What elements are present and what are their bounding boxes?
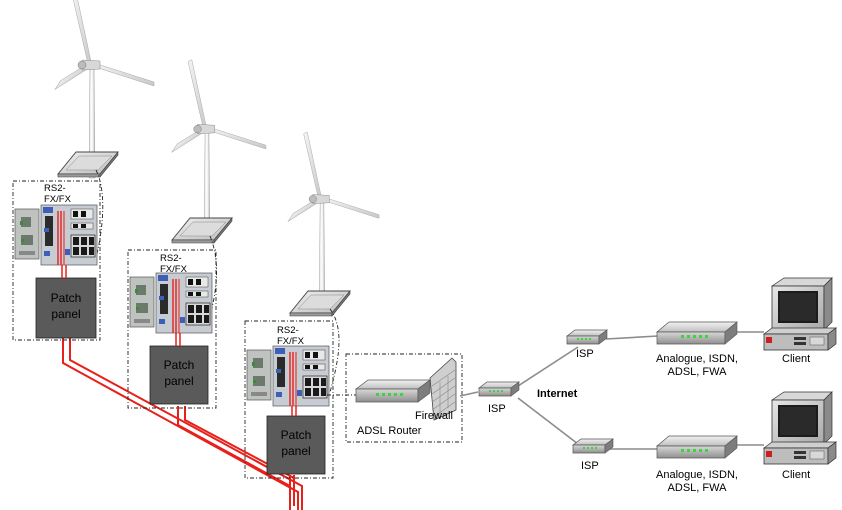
pad-link-3 xyxy=(329,308,340,393)
internet-label: Internet xyxy=(537,388,578,400)
isp-bottom-label: ISP xyxy=(581,460,599,472)
station-enclosure xyxy=(12,180,101,341)
firewall xyxy=(429,357,457,421)
switch-label-line2: FX/FX xyxy=(277,336,305,347)
modem-top-label-line2: ADSL, FWA xyxy=(668,366,728,378)
turbine-pad-3 xyxy=(289,290,351,317)
patch-panel-label-line2: panel xyxy=(51,307,80,321)
wind-turbine-3 xyxy=(285,131,380,304)
wind-turbine-2 xyxy=(169,59,267,237)
isp-hub-bottom xyxy=(572,438,614,454)
switch-label-line1: RS2- xyxy=(277,325,299,336)
isp-center-label: ISP xyxy=(488,403,506,415)
switch-label-line2: FX/FX xyxy=(44,194,72,205)
wind-turbine-1 xyxy=(52,0,155,179)
modem-top-label-line1: Analogue, ISDN, xyxy=(656,353,738,365)
adsl-router-label: ADSL Router xyxy=(357,425,422,437)
fiber-cables xyxy=(62,338,303,510)
modem-bottom xyxy=(656,435,738,459)
turbine-pad-2 xyxy=(171,217,233,244)
adsl-router xyxy=(354,379,432,403)
client-pc-top xyxy=(763,277,837,351)
station-enclosure xyxy=(244,320,334,479)
turbine-station-2: RS2- FX/FX Patch panel xyxy=(127,249,217,409)
isp-top-label: ISP xyxy=(576,348,594,360)
firewall-label: Firewall xyxy=(415,410,453,422)
client-top-label: Client xyxy=(782,353,810,365)
patch-panel xyxy=(149,345,209,405)
client-pc-bottom xyxy=(763,391,837,465)
patch-panel-label-line1: Patch xyxy=(281,428,312,442)
internet-links xyxy=(459,331,764,450)
isp-hub-top xyxy=(566,329,608,345)
turbine-station-1: RS2- FX/FX Patch panel xyxy=(12,180,101,341)
turbine-pad-1 xyxy=(57,151,119,178)
patch-panel-label-line2: panel xyxy=(281,444,310,458)
modem-bottom-label-line1: Analogue, ISDN, xyxy=(656,469,738,481)
isp-hub-center xyxy=(478,381,520,397)
patch-panel-label-line1: Patch xyxy=(164,358,195,372)
switch-label-line1: RS2- xyxy=(160,253,182,264)
switch-label-line2: FX/FX xyxy=(160,264,188,275)
patch-panel-label-line1: Patch xyxy=(51,291,82,305)
patch-panel-label-line2: panel xyxy=(164,374,193,388)
modem-top xyxy=(656,321,738,345)
gateway-enclosure xyxy=(345,353,463,443)
turbine-station-3: RS2- FX/FX Patch panel xyxy=(244,320,334,479)
switch-label-line1: RS2- xyxy=(44,183,66,194)
modem-bottom-label-line2: ADSL, FWA xyxy=(668,482,728,494)
client-bottom-label: Client xyxy=(782,469,810,481)
station-enclosure xyxy=(127,249,217,409)
patch-panel xyxy=(266,415,326,475)
